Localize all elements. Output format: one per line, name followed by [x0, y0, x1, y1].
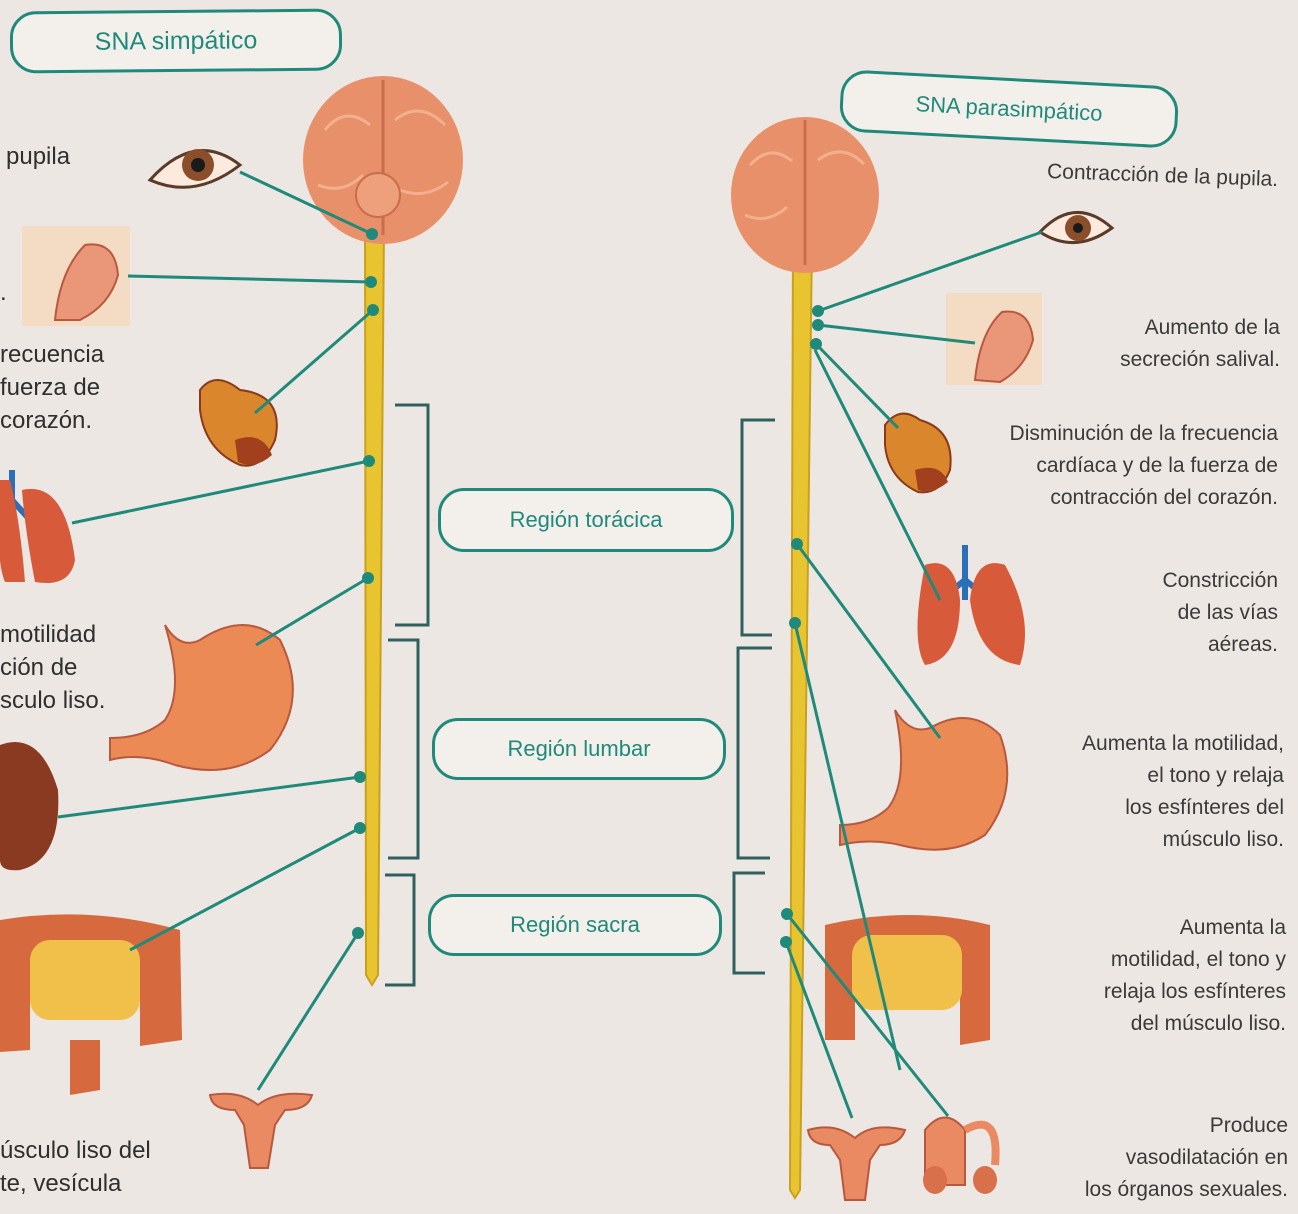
parasympathetic-stomach-text: Aumenta la motilidad, el tono y relaja l…: [1082, 728, 1284, 856]
parasympathetic-heart-text: Disminución de la frecuencia cardíaca y …: [1010, 418, 1278, 514]
kidney-icon: [0, 742, 58, 870]
eye-icon: [150, 149, 240, 187]
sympathetic-bottom-text: úsculo liso del te, vesícula: [0, 1134, 151, 1200]
heart-icon: [200, 380, 277, 466]
brain-icon: [303, 76, 463, 244]
sympathetic-heart-text: recuencia fuerza de corazón.: [0, 338, 104, 437]
parasympathetic-intestine-text: Aumenta la motilidad, el tono y relaja l…: [1104, 912, 1286, 1040]
sympathetic-pupil-text: pupila: [6, 140, 70, 173]
parasympathetic-region-brackets: [734, 420, 775, 973]
parasympathetic-sexual-text: Produce vasodilatación en los órganos se…: [1085, 1110, 1288, 1206]
sympathetic-title: SNA simpático: [10, 9, 343, 74]
male-reproductive-icon: [923, 1118, 997, 1195]
stomach-icon: [840, 710, 1007, 850]
intestine-icon: [0, 914, 182, 1095]
eye-icon: [1040, 212, 1112, 242]
thoracic-region-label: Región torácica: [438, 488, 734, 552]
sympathetic-spinal-cord: [365, 225, 384, 985]
intestine-icon: [825, 915, 990, 1045]
sympathetic-region-brackets: [385, 405, 428, 985]
stomach-icon: [110, 625, 293, 770]
brain-icon: [731, 117, 879, 273]
lumbar-region-label: Región lumbar: [432, 718, 726, 780]
sacral-region-label: Región sacra: [428, 894, 722, 956]
lungs-icon: [0, 470, 75, 583]
lungs-icon: [918, 545, 1026, 665]
salivary-gland-icon: [946, 293, 1042, 385]
salivary-gland-icon: [22, 226, 130, 326]
uterus-icon: [210, 1094, 312, 1168]
uterus-icon: [808, 1127, 905, 1200]
parasympathetic-airways-text: Constricción de las vías aéreas.: [1162, 565, 1278, 661]
sympathetic-digestive-text: motilidad ción de sculo liso.: [0, 618, 105, 717]
parasympathetic-spinal-cord: [790, 240, 812, 1198]
parasympathetic-saliva-text: Aumento de la secreción salival.: [1120, 312, 1280, 376]
sympathetic-saliva-text: .: [0, 276, 7, 309]
